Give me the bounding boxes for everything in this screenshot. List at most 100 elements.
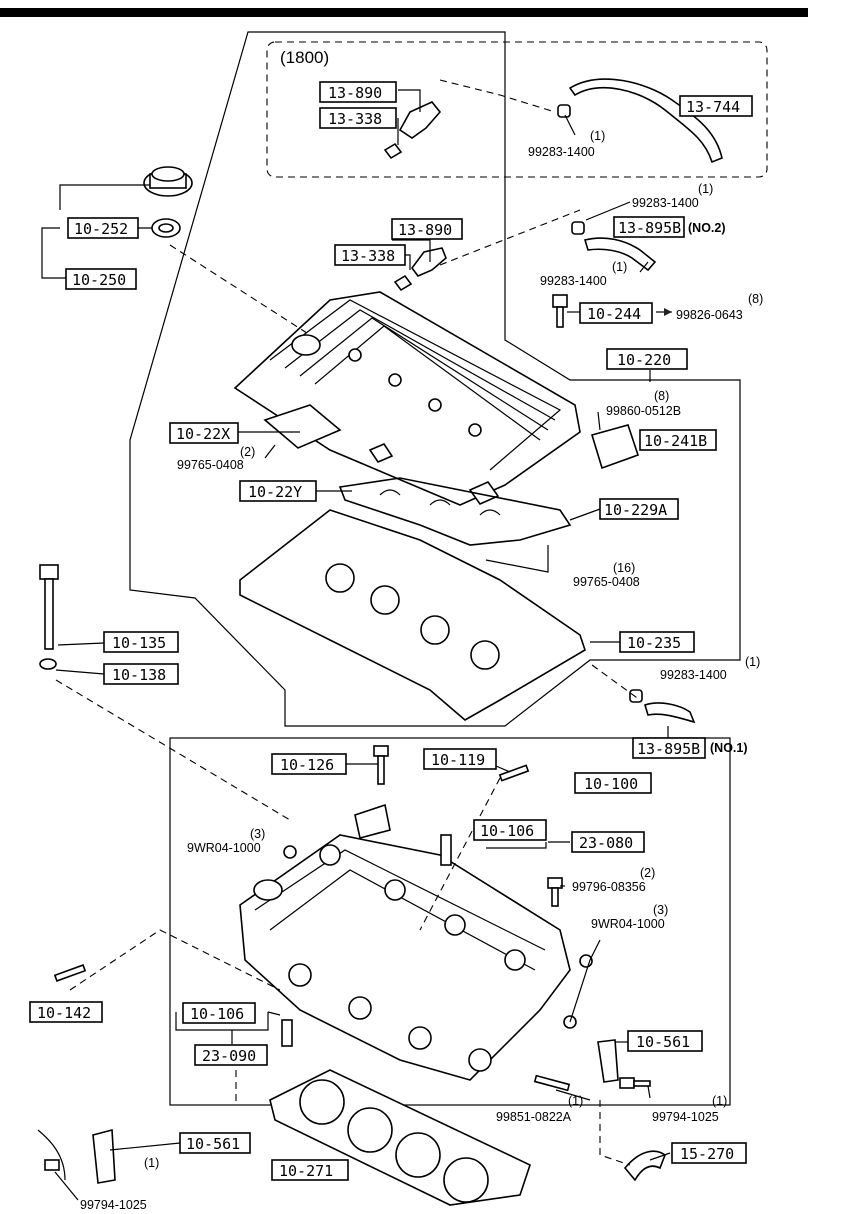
gasket-holes [379, 489, 501, 516]
cover-bracket-part [263, 404, 342, 449]
qty-99826: (8) [748, 292, 763, 306]
partno-99796: 99796-08356 [572, 880, 646, 894]
cover-group-frame [129, 31, 741, 727]
svg-text:23-090: 23-090 [202, 1047, 256, 1065]
callout-15-270: 15-270 [671, 1142, 747, 1164]
callout-13-338-1800: 13-338 [319, 107, 397, 129]
head-cover-gasket-part [239, 509, 586, 721]
bolt-part [619, 1077, 651, 1089]
svg-text:10-142: 10-142 [37, 1004, 91, 1022]
callout-10-119: 10-119 [423, 748, 497, 770]
qty-99851: (1) [568, 1094, 583, 1108]
qty-99283-no2-top: (1) [698, 182, 713, 196]
callout-23-090: 23-090 [194, 1044, 268, 1066]
hose-clamp-part [571, 221, 585, 235]
hose-clamp-part [557, 104, 571, 118]
svg-text:10-126: 10-126 [280, 756, 334, 774]
head-bolt-part [39, 564, 59, 650]
callout-10-106-lower: 10-106 [182, 1002, 256, 1024]
cylinder-head-cover-part [233, 291, 581, 506]
callout-10-126: 10-126 [271, 753, 347, 775]
callout-23-080: 23-080 [571, 831, 645, 853]
gasket-ring [470, 640, 500, 670]
callout-10-22y: 10-22Y [239, 480, 317, 502]
callout-13-890: 13-890 [391, 218, 463, 240]
svg-text:13-338: 13-338 [328, 110, 382, 128]
partno-9wr04-right: 9WR04-1000 [591, 917, 665, 931]
svg-text:15-270: 15-270 [680, 1145, 734, 1163]
partno-99826: 99826-0643 [676, 308, 743, 322]
qty-99860: (8) [654, 389, 669, 403]
callout-10-241b: 10-241B [639, 429, 717, 451]
callout-10-244: 10-244 [579, 302, 653, 324]
callout-10-106: 10-106 [473, 819, 547, 841]
callout-10-142: 10-142 [29, 1001, 103, 1023]
svg-text:10-250: 10-250 [72, 271, 126, 289]
callout-10-229a: 10-229A [599, 498, 679, 520]
svg-text:10-235: 10-235 [627, 634, 681, 652]
engine-hanger-part [92, 1128, 116, 1184]
svg-text:13-895B: 13-895B [637, 740, 700, 758]
callout-13-338: 13-338 [334, 244, 406, 266]
qty-99794-left: (1) [144, 1156, 159, 1170]
qty-99796: (2) [640, 866, 655, 880]
callout-10-561-right: 10-561 [627, 1030, 703, 1052]
pcv-hose-13-744-part [568, 78, 723, 164]
ventilation-hose-no1-part [644, 702, 696, 724]
stud-bolt-part [498, 764, 530, 782]
partno-99283-no2-top: 99283-1400 [632, 196, 699, 210]
stud-bolt-part [53, 964, 87, 982]
svg-text:10-106: 10-106 [190, 1005, 244, 1023]
leader-lines [41, 79, 722, 1201]
wire-part [37, 1129, 66, 1181]
note-no1: (NO.1) [710, 741, 748, 755]
pcv-valve-1800-part [383, 101, 442, 160]
svg-text:13-338: 13-338 [341, 247, 395, 265]
arrow-head [664, 308, 672, 316]
baffle-plate-part [590, 424, 640, 470]
svg-text:10-22X: 10-22X [176, 425, 230, 443]
bolt-part [547, 877, 563, 907]
water-outlet-part [623, 1150, 666, 1182]
callout-10-138: 10-138 [103, 663, 179, 685]
svg-text:23-080: 23-080 [579, 834, 633, 852]
svg-text:10-220: 10-220 [617, 351, 671, 369]
camshaft-cap-part [354, 803, 391, 839]
svg-text:10-106: 10-106 [480, 822, 534, 840]
svg-text:10-229A: 10-229A [604, 501, 667, 519]
svg-text:10-244: 10-244 [587, 305, 641, 323]
qty-99794-right: (1) [712, 1094, 727, 1108]
svg-text:13-890: 13-890 [398, 221, 452, 239]
callout-13-890-1800: 13-890 [319, 81, 397, 103]
gasket-ring [325, 563, 355, 593]
svg-text:10-135: 10-135 [112, 634, 166, 652]
plug-part [283, 845, 297, 859]
bolt-part [44, 1159, 60, 1171]
qty-99283-no2-bottom: (1) [612, 260, 627, 274]
valve-guide-part [440, 834, 452, 866]
qty-9wr04-right: (3) [653, 903, 668, 917]
svg-text:13-744: 13-744 [686, 98, 740, 116]
partno-99283-1800: 99283-1400 [528, 145, 595, 159]
qty-99283-1800: (1) [590, 129, 605, 143]
svg-text:10-100: 10-100 [584, 775, 638, 793]
cylinder-head-group-frame [169, 737, 731, 1106]
head-bolt-washer-part [39, 658, 57, 670]
partno-99283-no2-bottom: 99283-1400 [540, 274, 607, 288]
pcv-valve-part [393, 247, 447, 292]
svg-text:13-890: 13-890 [328, 84, 382, 102]
cylinder-head-gasket-part [269, 1069, 531, 1206]
partno-99794-right: 99794-1025 [652, 1110, 719, 1124]
partno-99794-left: 99794-1025 [80, 1198, 147, 1212]
svg-text:10-22Y: 10-22Y [248, 483, 302, 501]
callout-10-100: 10-100 [574, 772, 652, 794]
variant-label: (1800) [280, 48, 329, 67]
note-no2: (NO.2) [688, 221, 726, 235]
gasket-ring [370, 585, 400, 615]
svg-text:10-561: 10-561 [636, 1033, 690, 1051]
plug-seal-gasket-part [338, 477, 572, 546]
callout-13-744: 13-744 [679, 95, 753, 117]
callout-10-235: 10-235 [619, 631, 695, 653]
svg-text:10-138: 10-138 [112, 666, 166, 684]
hose-clamp-part [629, 689, 643, 703]
